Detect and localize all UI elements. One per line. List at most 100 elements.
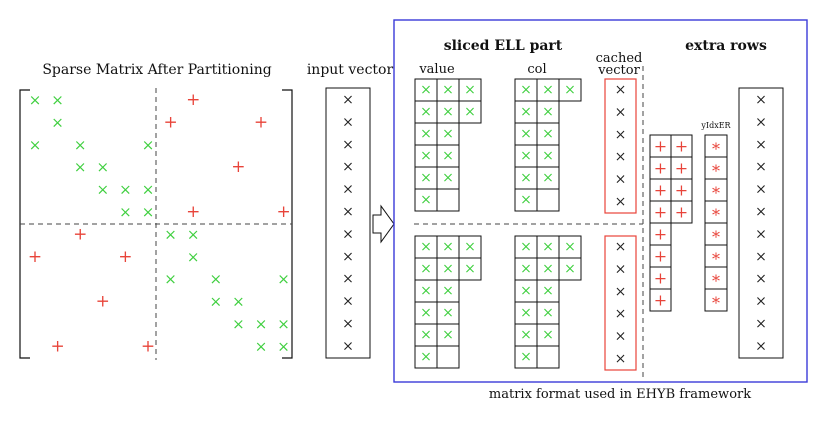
- green-cross-icon: ×: [119, 181, 132, 199]
- green-cross-icon: ×: [142, 181, 155, 199]
- col-label: col: [527, 62, 546, 77]
- red-plus-icon: +: [675, 137, 688, 156]
- green-cross-icon: ×: [442, 327, 454, 343]
- red-plus-icon: +: [50, 336, 64, 356]
- output-vector: ××××××××××××: [738, 87, 784, 359]
- cached-vector-box: [604, 78, 637, 214]
- green-cross-icon: ×: [442, 170, 454, 186]
- black-cross-icon: ×: [755, 137, 767, 153]
- green-cross-icon: ×: [97, 181, 110, 199]
- black-cross-icon: ×: [755, 182, 767, 198]
- extra-rows-values: ++++++++++++: [649, 134, 693, 312]
- black-cross-icon: ×: [615, 306, 627, 322]
- green-cross-icon: ×: [442, 104, 454, 120]
- red-star-icon: *: [712, 184, 720, 203]
- black-cross-icon: ×: [755, 204, 767, 220]
- green-cross-icon: ×: [420, 239, 432, 255]
- red-plus-icon: +: [654, 159, 667, 178]
- black-cross-icon: ×: [755, 159, 767, 175]
- black-cross-icon: ×: [615, 284, 627, 300]
- red-star-icon: *: [712, 228, 720, 247]
- black-cross-icon: ×: [342, 271, 354, 287]
- red-plus-icon: +: [654, 203, 667, 222]
- red-plus-icon: +: [73, 224, 87, 244]
- black-cross-icon: ×: [342, 159, 354, 175]
- input-vector-entries: ××××××××××××: [342, 92, 354, 354]
- green-cross-icon: ×: [464, 239, 476, 255]
- green-cross-icon: ×: [420, 327, 432, 343]
- green-cross-icon: ×: [420, 283, 432, 299]
- black-cross-icon: ×: [615, 127, 627, 143]
- cached-vector-slice-1: ××××××: [604, 78, 637, 214]
- black-cross-icon: ×: [615, 172, 627, 188]
- yidx-er-vector: ********: [704, 134, 728, 313]
- green-cross-icon: ×: [164, 225, 177, 243]
- ell-cell: [436, 345, 460, 369]
- black-cross-icon: ×: [755, 226, 767, 242]
- black-cross-icon: ×: [615, 149, 627, 165]
- black-cross-icon: ×: [342, 182, 354, 198]
- red-plus-icon: +: [654, 181, 667, 200]
- ell-cell: [558, 257, 582, 281]
- green-cross-icon: ×: [520, 170, 532, 186]
- green-cross-icon: ×: [142, 136, 155, 154]
- black-cross-icon: ×: [755, 114, 767, 130]
- yidx-cell: [704, 288, 728, 312]
- green-cross-icon: ×: [51, 113, 64, 131]
- green-cross-icon: ×: [210, 293, 223, 311]
- black-cross-icon: ×: [755, 316, 767, 332]
- red-plus-icon: +: [186, 90, 200, 110]
- black-cross-icon: ×: [342, 249, 354, 265]
- red-plus-icon: +: [654, 137, 667, 156]
- value-label: value: [418, 62, 455, 77]
- green-cross-icon: ×: [29, 91, 42, 109]
- red-plus-icon: +: [96, 292, 110, 312]
- red-star-icon: *: [712, 206, 720, 225]
- green-cross-icon: ×: [442, 261, 454, 277]
- black-cross-icon: ×: [342, 294, 354, 310]
- green-cross-icon: ×: [187, 225, 200, 243]
- red-plus-icon: +: [654, 269, 667, 288]
- black-cross-icon: ×: [615, 351, 627, 367]
- black-cross-icon: ×: [615, 104, 627, 120]
- green-cross-icon: ×: [520, 104, 532, 120]
- cached-vector-label-1: cached: [596, 51, 643, 66]
- green-cross-icon: ×: [520, 192, 532, 208]
- ell-cell: [536, 188, 560, 212]
- green-cross-icon: ×: [542, 104, 554, 120]
- red-plus-icon: +: [163, 112, 177, 132]
- black-cross-icon: ×: [615, 82, 627, 98]
- green-cross-icon: ×: [564, 261, 576, 277]
- green-cross-icon: ×: [420, 126, 432, 142]
- green-cross-icon: ×: [442, 126, 454, 142]
- black-cross-icon: ×: [342, 226, 354, 242]
- green-cross-icon: ×: [74, 158, 87, 176]
- black-cross-icon: ×: [342, 114, 354, 130]
- green-cross-icon: ×: [420, 148, 432, 164]
- ell-col-slice-1: ××××××××××××: [514, 78, 582, 212]
- cached-vector-box: [604, 235, 637, 371]
- green-cross-icon: ×: [542, 82, 554, 98]
- black-cross-icon: ×: [755, 249, 767, 265]
- red-plus-icon: +: [276, 202, 290, 222]
- green-cross-icon: ×: [210, 270, 223, 288]
- red-plus-icon: +: [118, 247, 132, 267]
- green-cross-icon: ×: [119, 203, 132, 221]
- green-cross-icon: ×: [542, 126, 554, 142]
- black-cross-icon: ×: [342, 316, 354, 332]
- black-cross-icon: ×: [615, 261, 627, 277]
- red-star-icon: *: [712, 250, 720, 269]
- green-cross-icon: ×: [232, 315, 245, 333]
- green-cross-icon: ×: [520, 239, 532, 255]
- green-cross-icon: ×: [464, 104, 476, 120]
- black-cross-icon: ×: [615, 239, 627, 255]
- red-star-icon: *: [712, 162, 720, 181]
- green-cross-icon: ×: [564, 82, 576, 98]
- red-star-icon: *: [712, 294, 720, 313]
- black-cross-icon: ×: [342, 204, 354, 220]
- green-cross-icon: ×: [142, 203, 155, 221]
- black-cross-icon: ×: [342, 338, 354, 354]
- cached-vector-slice-2: ××××××: [604, 235, 637, 371]
- sparse-matrix: ××+×++×××××+×××××+++××++××××+×××××++××: [19, 88, 293, 360]
- ell-cell: [436, 188, 460, 212]
